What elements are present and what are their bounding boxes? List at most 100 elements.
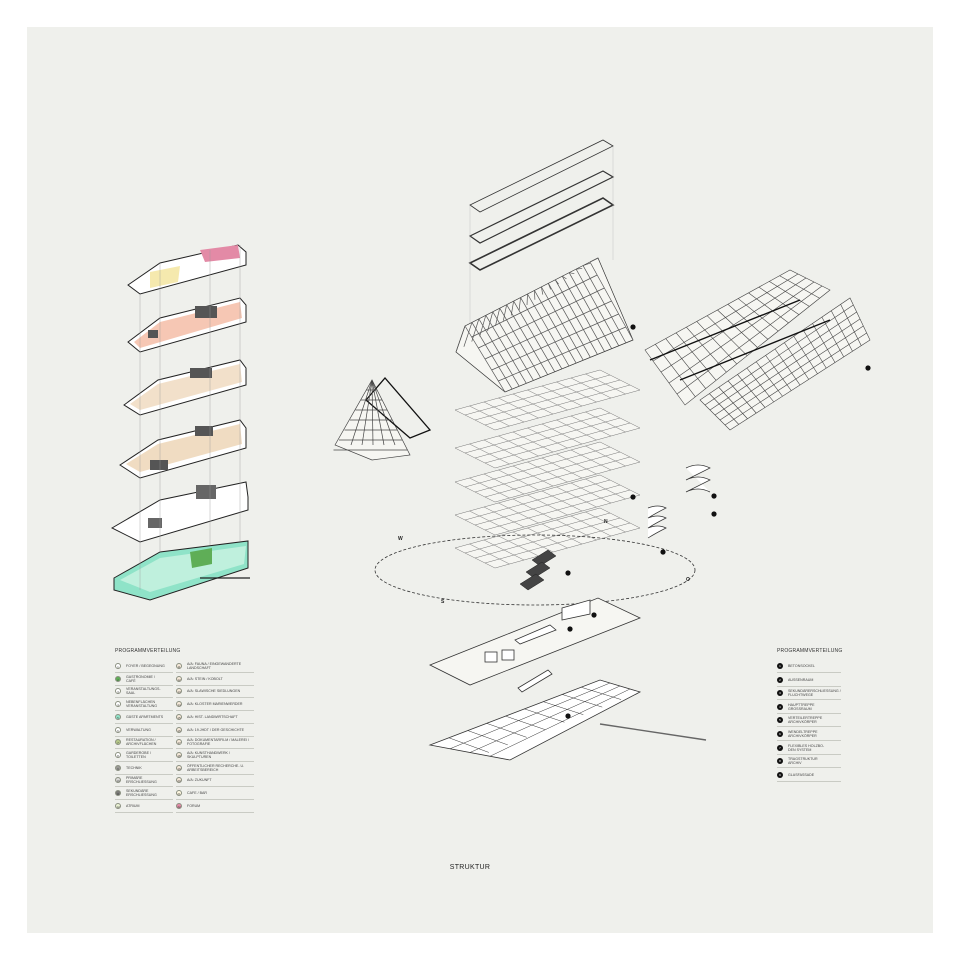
legend-swatch: 18 [176, 751, 182, 758]
legend-item: 9 GLASFASSADE [777, 769, 841, 782]
legend-item: 15 A/A: HIST. LANDWIRTSCHAFT [176, 711, 254, 724]
legend-item: 12 ATRIUM [115, 800, 173, 813]
legend-label: FLEXIBLES HOLZBO- DEN SYSTEM [788, 743, 825, 752]
legend-label: RESTAURATION / ARCHIVFLÄCHEN [126, 738, 157, 747]
legend-swatch: 8 [777, 758, 783, 765]
truss-members [455, 257, 634, 393]
stair-flights [519, 549, 557, 591]
legend-label: A/A: FAUNA / EINGEWANDERTE LANDSCHAFT [187, 662, 242, 670]
base-plates [428, 597, 707, 761]
legend-swatch: 15 [176, 713, 182, 720]
legend-label: GLASFASSADE [788, 772, 815, 777]
legend-label: GASTRONOMIE / CAFÉ [126, 674, 155, 683]
legend-label: A/A: ZUKUNFT [187, 778, 212, 783]
legend-swatch: 9 [777, 771, 783, 778]
legend-label: ÖFFENTLICHER RECHERCHE- U. ARBEITSBEREIC… [187, 763, 245, 772]
compass-south: S [441, 599, 445, 605]
legend-label: VERWALTUNG [126, 727, 151, 732]
legend-swatch: 4 [115, 701, 121, 708]
legend-swatch: 8 [115, 751, 121, 758]
legend-item: 2 GASTRONOMIE / CAFÉ [115, 673, 173, 686]
legend-swatch: 1 [777, 663, 783, 669]
floor-grids [454, 369, 641, 569]
compass-west: W [398, 536, 403, 542]
legend-item: 1 BETONSOCKEL [777, 660, 841, 673]
legend-item: 10 PRIMÄRE ERSCHLIEßUNG [115, 774, 173, 788]
legend-swatch: 4 [777, 703, 783, 710]
gable-grid [333, 379, 407, 451]
legend-label: BETONSOCKEL [788, 664, 815, 668]
legend-swatch: 3 [777, 690, 783, 697]
legend-item: 7 FLEXIBLES HOLZBO- DEN SYSTEM [777, 742, 841, 755]
legend-label: A/A: STEIN / KOBOLT [187, 676, 223, 681]
legend-label: NEBENFLÄCHEN VERANSTALTUNG [126, 700, 158, 709]
legend-label: TECHNIK [126, 765, 142, 770]
legend-swatch: 11 [115, 790, 121, 796]
legend-label: ATRIUM [126, 803, 140, 808]
legend-swatch: 13 [176, 688, 182, 695]
legend-label: FORUM [187, 803, 201, 808]
legend-swatch: 16 [176, 726, 182, 733]
legend-item: 20 A/A: ZUKUNFT [176, 774, 254, 788]
legend-item: 5 VERTEILERTREPPE ARCHIVKÖRPER [777, 714, 841, 728]
orientation-ellipse [374, 534, 696, 606]
legend-item: 16 A/A: 19.JHDT / DER GESCHICHTE [176, 724, 254, 737]
glass-facade-panels [644, 269, 871, 431]
legend-swatch: 2 [777, 676, 783, 683]
legend-swatch: 22 [176, 802, 182, 809]
callout-markers [565, 324, 871, 719]
legend-label: HAUPTTREPPE GROßRAUM [788, 702, 815, 711]
legend-label: CAFE / BAR [187, 791, 207, 795]
legend-swatch: 12 [115, 802, 121, 809]
gable-panels [333, 377, 432, 461]
legend-item: 14 A/A: KLOSTER MARIENWERDER [176, 698, 254, 712]
legend-swatch: 17 [176, 739, 182, 746]
legend-label: A/A: KUNSTHANDWERK / SKULPTUREN [187, 750, 230, 759]
legend-label: SEKUNDÄRE ERSCHLIEßUNG [126, 789, 157, 797]
exploded-floor-stack [110, 244, 250, 601]
legend-item: 18 A/A: KUNSTHANDWERK / SKULPTUREN [176, 749, 254, 762]
legend-label: GARDEROBE / TOILETTEN [126, 750, 151, 759]
legend-label: VERANSTALTUNGS- SAAL [126, 687, 161, 696]
facade-grid [649, 273, 867, 426]
compass-east: O [686, 577, 690, 583]
legend-swatch: 21 [176, 790, 182, 796]
legend-swatch: 12 [176, 675, 182, 682]
legend-label: A/A: SLAWISCHE SIEDLUNGEN [187, 689, 241, 694]
compass-north: N [604, 519, 608, 525]
roof-panels [468, 139, 615, 330]
legend-label: AUßENRAUM [788, 677, 814, 682]
page-title: STRUKTUR [449, 864, 491, 871]
legend-item: 4 HAUPTTREPPE GROßRAUM [777, 701, 841, 714]
legend-item: 4 NEBENFLÄCHEN VERANSTALTUNG [115, 698, 173, 712]
legend-swatch: 3 [115, 688, 121, 695]
legend-swatch: 1 [115, 663, 121, 669]
legend-item: 3 VERANSTALTUNGS- SAAL [115, 685, 173, 699]
legend-label: A/A: KLOSTER MARIENWERDER [187, 702, 243, 707]
legend-swatch: 2 [115, 675, 121, 682]
legend-item: 8 GARDEROBE / TOILETTEN [115, 749, 173, 762]
legend-swatch: 10 [115, 777, 121, 784]
legend-item: 22 FORUM [176, 800, 254, 813]
legend-item: 2 AUßENRAUM [777, 674, 841, 687]
main-truss-structure [455, 257, 634, 393]
legend-label: FOYER / BEGEGNUNG [126, 664, 165, 668]
legend-label: PRIMÄRE ERSCHLIEßUNG [126, 776, 157, 785]
spiral-stairs [647, 464, 711, 539]
legend-swatch: 20 [176, 777, 182, 784]
legend-swatch: 5 [777, 717, 783, 724]
legend-label: A/A: HIST. LANDWIRTSCHAFT [187, 714, 238, 719]
legend-swatch: 7 [777, 744, 783, 751]
legend-label: VERTEILERTREPPE ARCHIVKÖRPER [788, 716, 823, 725]
legend-label: A/A: 19.JHDT / DER GESCHICHTE [187, 727, 245, 732]
legend-swatch: 14 [176, 701, 182, 708]
legend-swatch: 6 [777, 731, 783, 737]
